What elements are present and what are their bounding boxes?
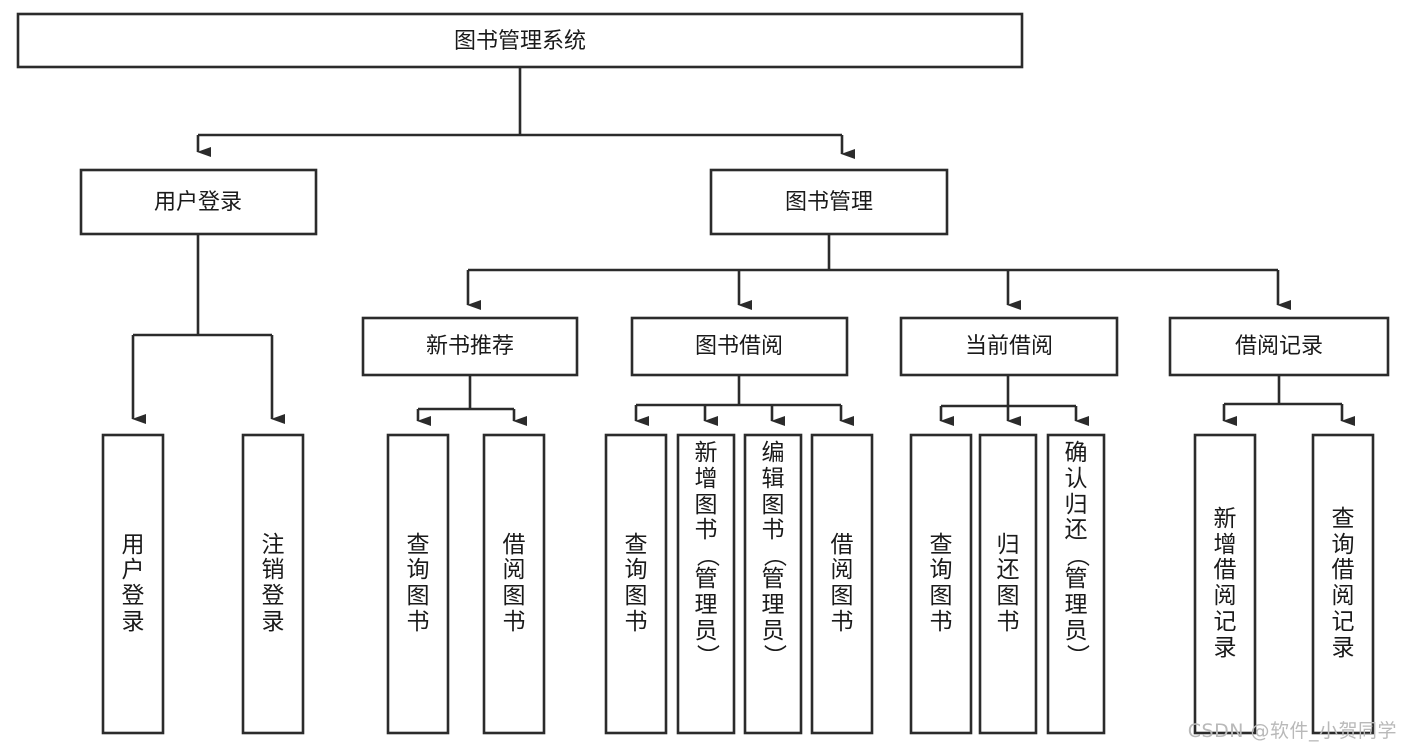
- edge-borrow-record-to-leaves: [1222, 375, 1355, 426]
- edge-current-borrow-to-leaves: [939, 375, 1089, 426]
- edge-new-book-rec-to-leaves: [416, 375, 527, 426]
- node-root[interactable]: 图书管理系统: [16, 12, 1024, 69]
- node-book-manage[interactable]: 图书管理: [709, 168, 949, 236]
- node-new-book-rec-label: 新书推荐: [426, 334, 514, 359]
- node-user-login[interactable]: 用户登录: [79, 168, 318, 236]
- leaf-box-borrow-book-2[interactable]: [810, 433, 874, 735]
- leaf-box-confirm-return[interactable]: [1046, 433, 1106, 735]
- leaf-box-query-book-2[interactable]: [604, 433, 668, 735]
- node-book-borrow-label: 图书借阅: [695, 334, 783, 359]
- node-current-borrow-label: 当前借阅: [965, 334, 1053, 359]
- node-book-borrow[interactable]: 图书借阅: [630, 316, 849, 377]
- leaf-box-add-book[interactable]: [676, 433, 736, 735]
- leaf-box-edit-book[interactable]: [743, 433, 803, 735]
- leaf-box-logout[interactable]: [241, 433, 305, 735]
- node-borrow-record-label: 借阅记录: [1235, 334, 1323, 359]
- leaf-box-query-book-1[interactable]: [386, 433, 450, 735]
- node-book-manage-label: 图书管理: [785, 190, 873, 215]
- leaf-box-return-book[interactable]: [978, 433, 1038, 735]
- leaf-box-query-book-3[interactable]: [909, 433, 973, 735]
- node-new-book-rec[interactable]: 新书推荐: [361, 316, 579, 377]
- leaf-box-borrow-book-1[interactable]: [482, 433, 546, 735]
- node-current-borrow[interactable]: 当前借阅: [899, 316, 1119, 377]
- leaf-box-user-login[interactable]: [101, 433, 165, 735]
- edge-book-manage-to-level3-bus: [466, 234, 1291, 310]
- watermark: CSDN @软件_小贺同学: [1187, 720, 1397, 742]
- node-root-label: 图书管理系统: [454, 29, 586, 54]
- leaf-box-add-record[interactable]: [1193, 433, 1257, 735]
- node-borrow-record[interactable]: 借阅记录: [1168, 316, 1390, 377]
- edge-root-to-bus: [198, 67, 842, 137]
- leaf-box-query-record[interactable]: [1311, 433, 1375, 735]
- edge-user-login-to-leaf-bus: [131, 234, 285, 424]
- edge-book-borrow-to-leaves: [634, 375, 854, 426]
- node-user-login-label: 用户登录: [154, 190, 242, 215]
